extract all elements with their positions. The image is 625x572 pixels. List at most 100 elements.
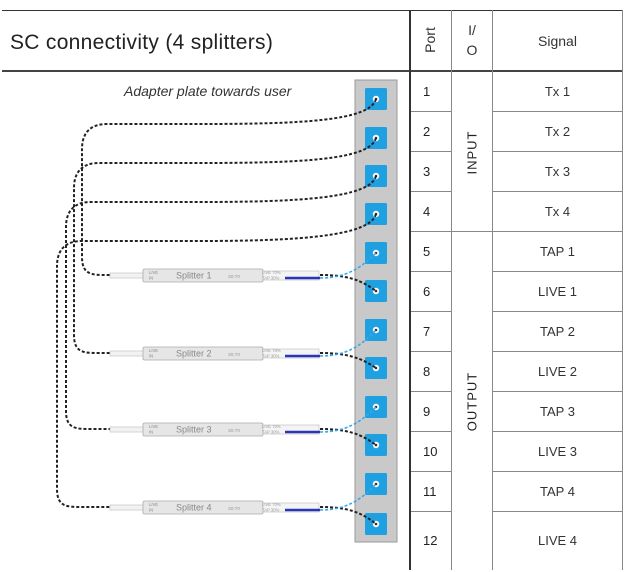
sc-port-connector [365,396,387,418]
splitter-in-label: IN [149,276,153,281]
splitter-body [142,346,264,361]
live-fiber [319,274,377,292]
row-separator [493,471,622,472]
row-separator [411,351,451,352]
sc-port-ferrule-core [374,482,378,486]
sc-port-ferrule [372,403,380,411]
sc-port-ferrule [372,210,380,218]
splitter-input-boot [109,272,145,279]
row-separator [411,151,451,152]
splitter-body [142,422,264,437]
header-bottom-line [2,70,623,72]
row-separator [411,231,451,232]
sc-port-ferrule-core [374,251,378,255]
live-fiber [319,352,377,369]
header-io-bottom: O [466,42,478,58]
row-separator [493,391,622,392]
splitter-out-label: TAP 30% [262,430,280,435]
sc-port-connector [365,165,387,187]
diagram-divider-line [409,10,411,570]
signal-name: LIVE 4 [537,533,578,548]
splitter-in-label: IN [149,508,153,513]
signal-name: Tx 2 [544,123,571,139]
sc-port-connector [365,88,387,110]
row-separator [411,431,451,432]
signal-name: Tx 1 [544,84,571,99]
port-io-divider-line [451,10,452,570]
sc-port-ferrule-core [374,136,378,140]
row-separator [493,111,622,112]
splitter-input-boot [109,504,145,511]
outer-top-line [2,10,623,11]
sc-port-ferrule [372,520,380,528]
sc-port-ferrule-core [374,405,378,409]
sc-port-ferrule-core [374,212,378,216]
port-number: 7 [423,323,431,339]
port-number: 6 [423,283,431,299]
splitter-out-label: TAP 30% [262,354,280,359]
splitter-in-label: IN [149,354,153,359]
port-number: 11 [423,483,437,499]
splitter-input-boot [109,350,145,357]
signal-name: LIVE 2 [537,363,578,379]
outer-right-line [622,10,623,570]
splitter-out-label: TAP 30% [262,508,280,513]
splitter-name: Splitter 1 [176,271,212,281]
sc-port-ferrule-core [374,289,378,293]
splitter-name: Splitter 3 [176,425,212,435]
row-separator [411,511,451,512]
port-number: 8 [423,363,431,379]
tx-fiber [81,98,377,276]
splitter-input-boot [109,426,145,433]
row-separator [493,511,622,512]
signal-name: LIVE 1 [537,283,578,299]
port-number: 1 [423,84,431,99]
row-separator [411,271,451,272]
splitter-body [142,500,264,515]
splitter-output-boot [262,502,320,513]
splitter-name: Splitter 2 [176,349,212,359]
row-separator [493,191,622,192]
signal-name: TAP 2 [540,323,575,339]
sc-port-ferrule-core [374,443,378,447]
port-number: 12 [423,533,438,548]
sc-port-connector [365,319,387,341]
row-separator [493,311,622,312]
splitter-out-label: LIVE 70% [262,424,281,429]
sc-port-ferrule [372,480,380,488]
row-separator [411,191,451,192]
splitter-in-label: LIVE [149,348,158,353]
sc-port-connector [365,242,387,264]
sc-port-ferrule [372,364,380,372]
port-number: 4 [423,203,431,219]
header-signal: Signal [538,33,577,49]
live-fiber [319,506,377,525]
sc-port-connector [365,513,387,535]
sc-port-ferrule [372,249,380,257]
io-signal-divider-line [492,10,493,570]
io-group-output: OUTPUT [464,371,480,432]
splitter-output-boot [262,270,320,281]
row-separator [493,431,622,432]
port-number: 5 [423,243,431,259]
live-fiber [319,428,377,446]
sc-port-ferrule [372,95,380,103]
splitter-in-label: IN [149,430,153,435]
splitter-out-label: TAP 30% [262,276,280,281]
sc-port-ferrule-core [374,328,378,332]
sc-port-ferrule [372,172,380,180]
tap-fiber [319,483,377,511]
sc-port-ferrule [372,326,380,334]
splitter-out-label: LIVE 70% [262,348,281,353]
splitter-name: Splitter 4 [176,503,212,513]
sc-port-ferrule [372,134,380,142]
splitter-body [142,268,264,283]
port-number: 3 [423,163,431,179]
splitter-ratio: 30:70 [228,506,240,512]
sc-port-ferrule-core [374,174,378,178]
page-title: SC connectivity (4 splitters) [10,31,274,54]
adapter-plate-label: Adapter plate towards user [124,83,292,99]
header-port: Port [422,27,438,53]
splitter-output-boot [262,348,320,359]
